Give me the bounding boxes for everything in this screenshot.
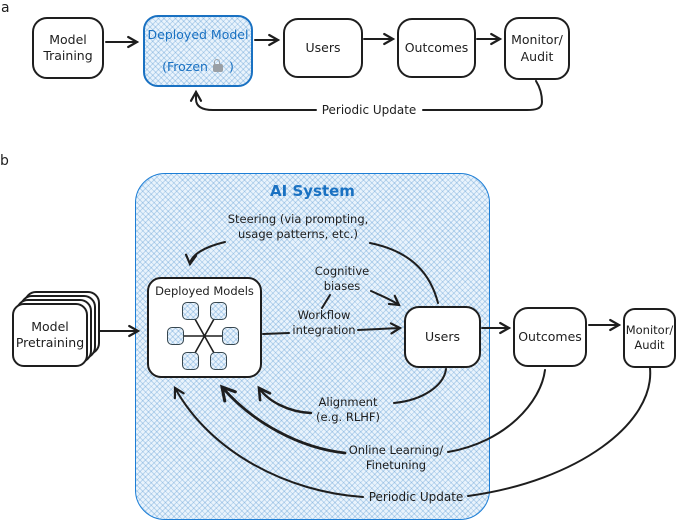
- node-outcomes-a: Outcomes: [397, 18, 476, 78]
- edge-label-workflow-integration: Workflow integration: [292, 308, 356, 338]
- panel-b-label: b: [0, 153, 9, 169]
- model-node: [182, 302, 199, 320]
- model-node: [210, 352, 227, 370]
- edge-label-steering: Steering (via prompting, usage patterns,…: [227, 212, 369, 242]
- node-users-a: Users: [283, 18, 363, 78]
- node-monitor-audit-b: Monitor/ Audit: [623, 308, 676, 368]
- edge-label-cognitive-biases: Cognitive biases: [314, 264, 370, 294]
- model-node: [222, 327, 239, 345]
- panel-a-label: a: [1, 0, 10, 16]
- node-monitor-audit-a: Monitor/ Audit: [504, 17, 570, 80]
- deployed-model-text: Deployed Model (Frozen ): [147, 26, 249, 75]
- ai-system-title: AI System: [270, 182, 355, 200]
- edge-label-alignment: Alignment (e.g. RLHF): [316, 395, 380, 425]
- node-outcomes-b: Outcomes: [513, 307, 587, 367]
- model-node: [210, 302, 227, 320]
- edge-label-periodic-update-b: Periodic Update: [368, 490, 464, 504]
- node-deployed-models: Deployed Models: [147, 277, 262, 378]
- edge-label-online-learning: Online Learning/ Finetuning: [348, 443, 444, 473]
- lock-icon: [212, 59, 223, 73]
- model-node: [182, 352, 199, 370]
- node-model-training: Model Training: [32, 17, 104, 79]
- model-network-lines: [174, 310, 232, 362]
- node-deployed-model-frozen: Deployed Model (Frozen ): [143, 15, 253, 87]
- model-node: [167, 327, 184, 345]
- arrow-periodic-update-from-monitor-b: [467, 367, 652, 497]
- node-model-pretraining: Model Pretraining: [12, 303, 88, 367]
- edge-label-periodic-update-a: Periodic Update: [321, 103, 417, 117]
- node-users-b: Users: [404, 306, 481, 368]
- deployed-models-title: Deployed Models: [155, 284, 254, 298]
